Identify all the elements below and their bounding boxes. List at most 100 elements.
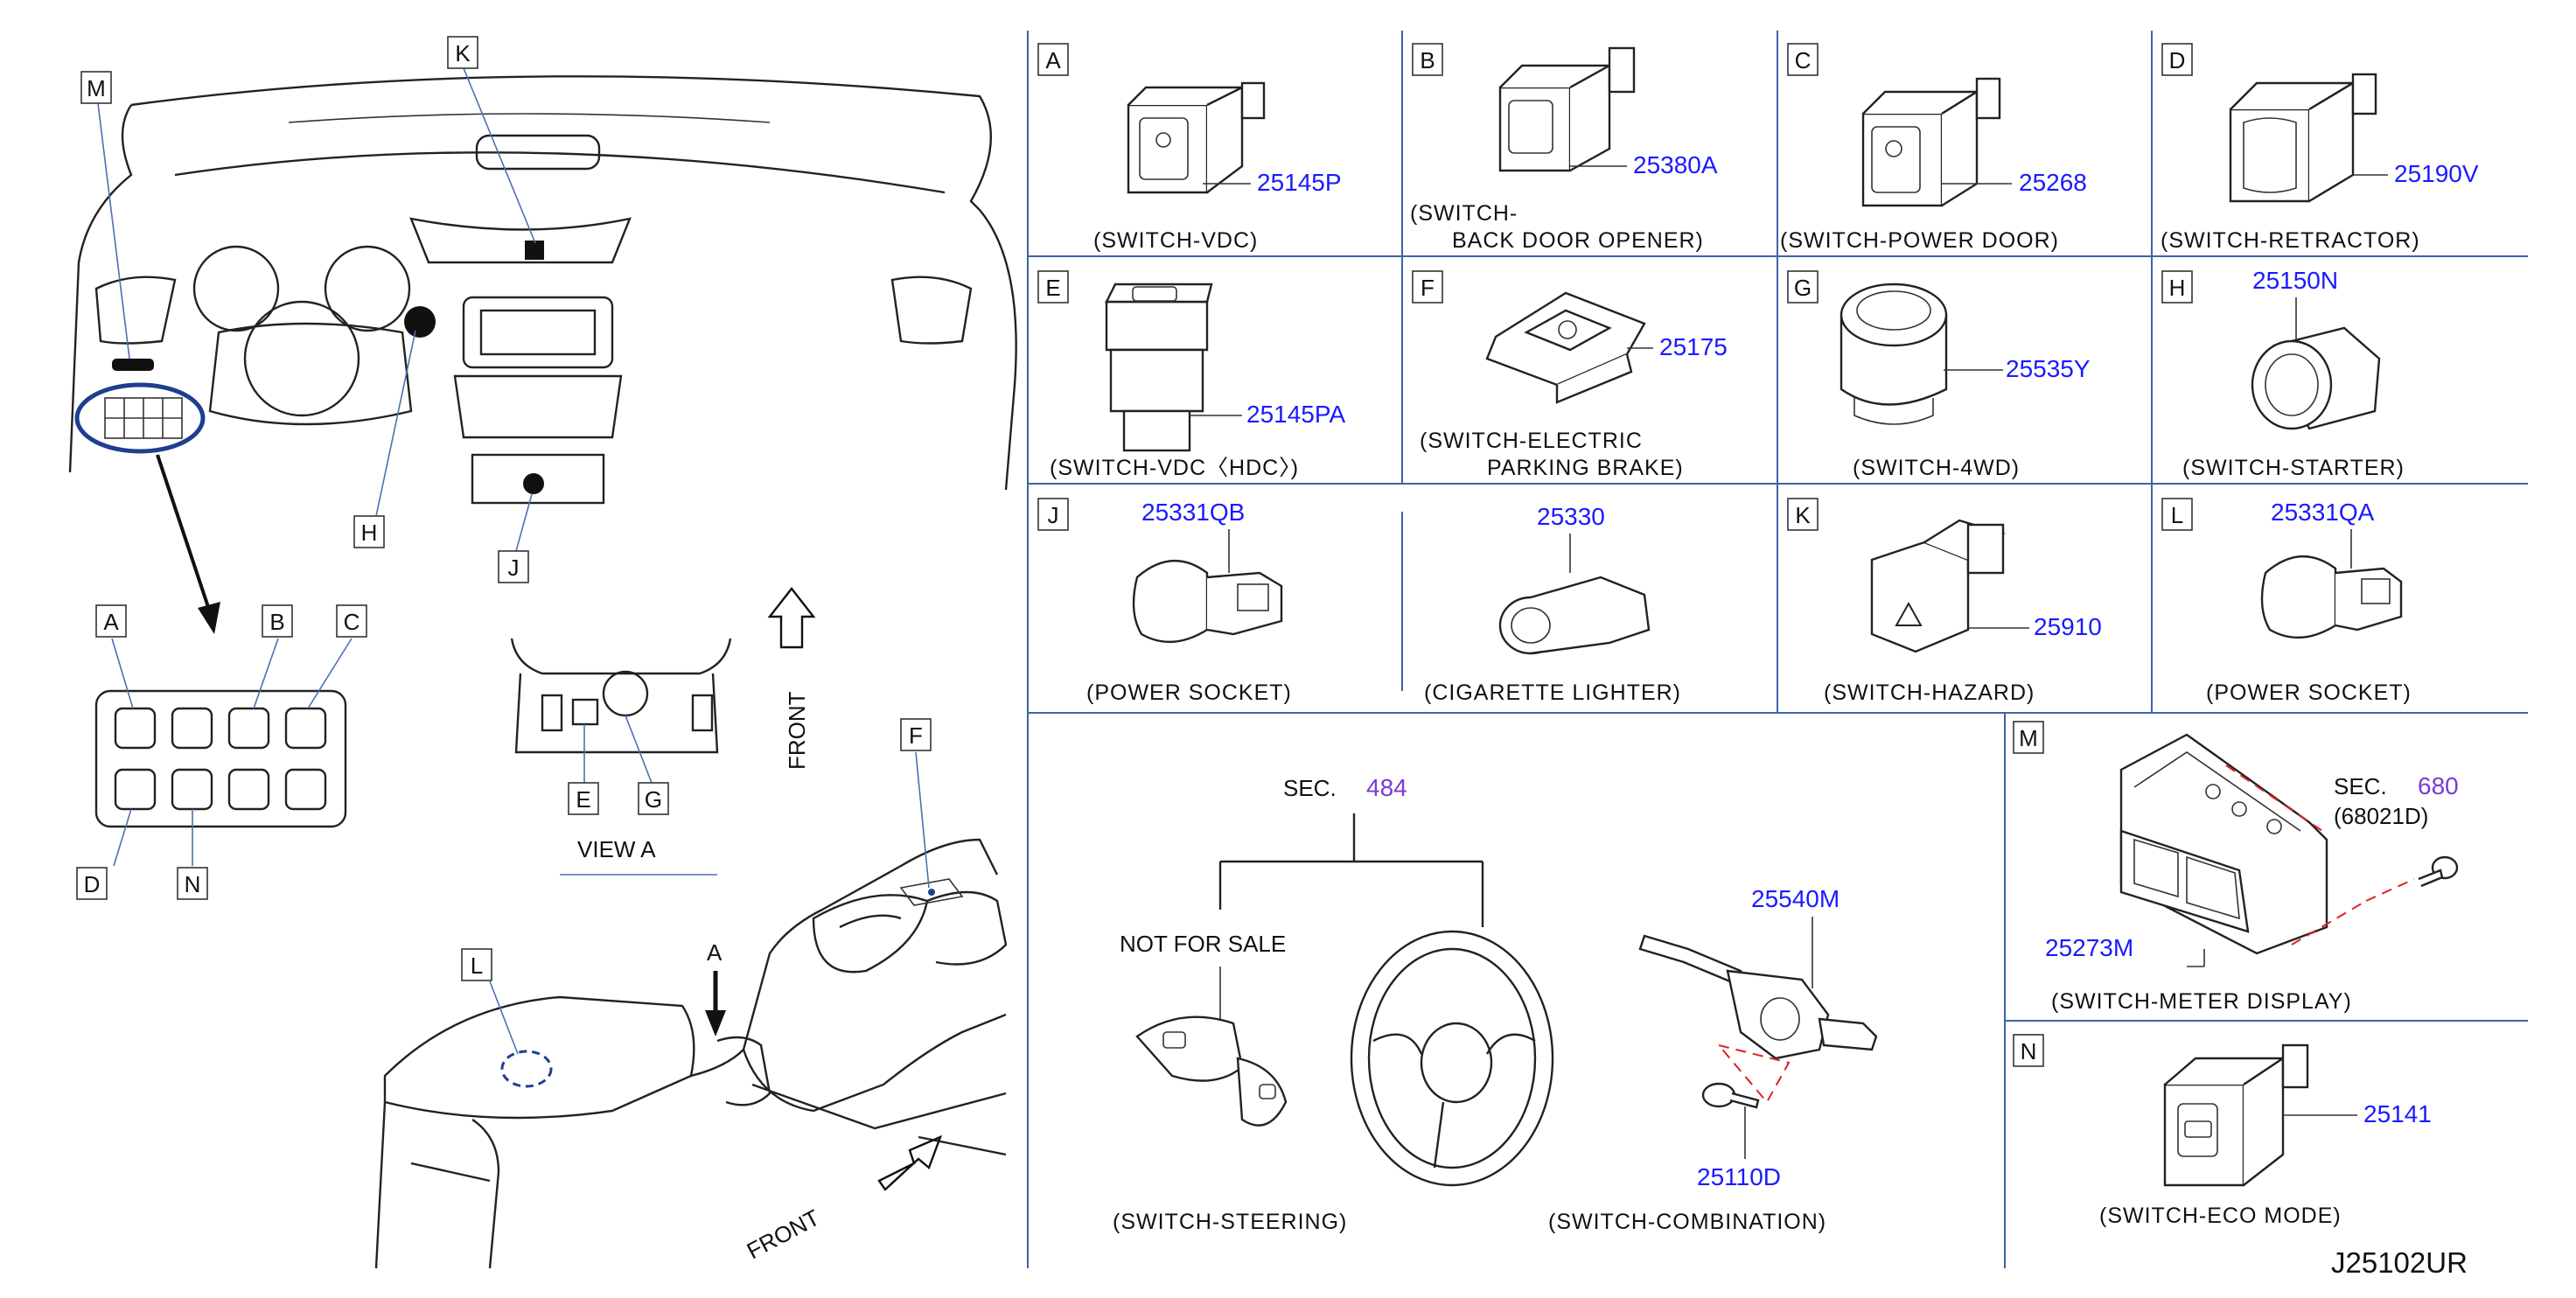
panel-k-letter: K (1795, 502, 1811, 528)
combination-switch-drawing (1638, 934, 1878, 1060)
panel-g-letter: G (1794, 275, 1812, 301)
panel-d-letter: D (2169, 47, 2186, 73)
steering-caption: (SWITCH-STEERING) (1113, 1210, 1347, 1234)
panel-d: D 25190V (SWITCH-RETRACTOR) (2161, 43, 2479, 253)
label-D: D (84, 871, 101, 897)
arrow-a-label: A (707, 939, 723, 966)
retractor-switch-drawing (2229, 73, 2377, 203)
panel-b: B 25380A (SWITCH- BACK DOOR OPENER) (1410, 43, 1718, 253)
dashboard-overview (68, 67, 1017, 634)
hazard-switch-drawing (1870, 519, 2006, 653)
panel-n-part-no: 25141 (2363, 1100, 2432, 1127)
label-E: E (576, 786, 590, 813)
front-label-diagonal: FRONT (743, 1204, 824, 1265)
front-label-vertical: FRONT (784, 691, 810, 770)
panel-n-caption: (SWITCH-ECO MODE) (2099, 1204, 2342, 1228)
panel-e-caption: (SWITCH-VDC〈HDC〉) (1050, 456, 1299, 480)
view-a: E G VIEW A FRONT (510, 587, 816, 876)
eco-mode-switch-drawing (2163, 1043, 2309, 1187)
vdc-hdc-switch-drawing (1105, 283, 1213, 452)
panel-j-part-no: 25331QB (1141, 499, 1245, 526)
panel-g: G 25535Y (SWITCH-4WD) (1787, 270, 2091, 480)
label-F: F (909, 722, 923, 749)
power-socket-rear-drawing (1132, 560, 1283, 643)
panel-a: A 25145P (SWITCH-VDC) (1037, 43, 1342, 253)
panel-k: K 25910 (SWITCH-HAZARD) (1787, 498, 2102, 705)
panel-b-caption-2: BACK DOOR OPENER) (1452, 228, 1704, 253)
sec-680-label: SEC. (2334, 773, 2387, 799)
panel-c-caption: (SWITCH-POWER DOOR) (1780, 228, 2059, 253)
panel-g-part-no: 25535Y (2006, 355, 2091, 382)
panel-h-part-no: 25150N (2252, 267, 2338, 294)
label-G: G (645, 786, 662, 813)
4wd-switch-drawing (1840, 283, 1948, 425)
meter-display-switch-drawing (2119, 733, 2328, 955)
panel-a-caption: (SWITCH-VDC) (1093, 228, 1258, 253)
panel-k-part-no: 25910 (2034, 613, 2102, 640)
screw-drawing (1701, 1082, 1760, 1109)
panel-f-letter: F (1421, 275, 1435, 301)
label-N: N (185, 871, 201, 897)
panel-m-part-no: 25273M (2045, 934, 2133, 961)
panel-j: J 25331QB (POWER SOCKET) (1037, 498, 1292, 705)
lighter-part-no: 25330 (1537, 503, 1605, 530)
panel-f-caption-1: (SWITCH-ELECTRIC (1420, 429, 1643, 453)
lighter-caption: (CIGARETTE LIGHTER) (1424, 680, 1681, 705)
starter-switch-drawing (2251, 326, 2381, 430)
panel-j-letter: J (1048, 502, 1059, 528)
label-B: B (269, 609, 284, 635)
panel-e-part-no: 25145PA (1246, 401, 1345, 428)
power-socket-console-drawing (2260, 555, 2403, 639)
parking-brake-switch-drawing (1485, 291, 1646, 404)
meter-screw-drawing (2418, 855, 2459, 888)
label-L: L (471, 953, 483, 979)
panel-h: H 25150N (SWITCH-STARTER) (2161, 267, 2405, 480)
panel-c-part-no: 25268 (2019, 169, 2087, 196)
label-C: C (344, 609, 360, 635)
panel-l-caption: (POWER SOCKET) (2206, 680, 2412, 705)
panel-cigarette-lighter: 25330 (CIGARETTE LIGHTER) (1424, 503, 1681, 705)
combination-caption: (SWITCH-COMBINATION) (1548, 1210, 1826, 1234)
panel-e-letter: E (1045, 275, 1060, 301)
view-label: VIEW A (577, 836, 656, 862)
panel-g-caption: (SWITCH-4WD) (1853, 456, 2020, 480)
power-door-switch-drawing (1861, 77, 2001, 207)
panel-m-caption: (SWITCH-METER DISPLAY) (2051, 989, 2352, 1014)
panel-h-letter: H (2169, 275, 2186, 301)
panel-h-caption: (SWITCH-STARTER) (2182, 456, 2405, 480)
panel-l-letter: L (2171, 502, 2183, 528)
label-J: J (508, 555, 520, 581)
panel-l: L 25331QA (POWER SOCKET) (2161, 498, 2412, 705)
sec-484-number: 484 (1366, 774, 1407, 801)
panel-b-caption-1: (SWITCH- (1410, 201, 1518, 226)
label-K: K (455, 40, 471, 66)
sec-484-label: SEC. (1283, 775, 1337, 801)
panel-l-part-no: 25331QA (2271, 499, 2375, 526)
not-for-sale-label: NOT FOR SALE (1120, 931, 1286, 957)
panel-f-caption-2: PARKING BRAKE) (1487, 456, 1684, 480)
overview-letter-boxes: M K H J (80, 36, 529, 583)
sec-680-sub: (68021D) (2334, 803, 2428, 829)
panel-f: F 25175 (SWITCH-ELECTRIC PARKING BRAKE) (1412, 270, 1728, 480)
panel-e: E 25145PA (SWITCH-VDC〈HDC〉) (1037, 270, 1345, 480)
panel-m: M SEC. 680 (68021D) 25273M (SWITCH-METER… (2013, 721, 2459, 1014)
vdc-switch-drawing (1127, 81, 1266, 194)
panel-n: N 25141 (SWITCH-ECO MODE) (2013, 1034, 2432, 1228)
panel-j-caption: (POWER SOCKET) (1086, 680, 1292, 705)
panel-d-caption: (SWITCH-RETRACTOR) (2161, 228, 2420, 253)
switch-bank: A B C D N (76, 604, 367, 900)
panel-n-letter: N (2021, 1038, 2037, 1064)
back-door-switch-drawing (1498, 46, 1636, 172)
label-A: A (103, 609, 119, 635)
panel-d-part-no: 25190V (2394, 160, 2479, 187)
panel-k-caption: (SWITCH-HAZARD) (1824, 680, 2035, 705)
panel-steering: SEC. 484 NOT FOR SALE (SWITCH-STEERING) … (1113, 774, 1878, 1234)
panel-a-letter: A (1045, 47, 1061, 73)
diagram-code: J25102UR (2331, 1246, 2468, 1279)
steering-switch-drawing (1135, 1015, 1288, 1127)
panel-b-part-no: 25380A (1633, 151, 1718, 178)
screw-part-no: 25110D (1697, 1163, 1781, 1190)
panel-f-part-no: 25175 (1659, 333, 1728, 360)
label-H: H (361, 520, 378, 546)
